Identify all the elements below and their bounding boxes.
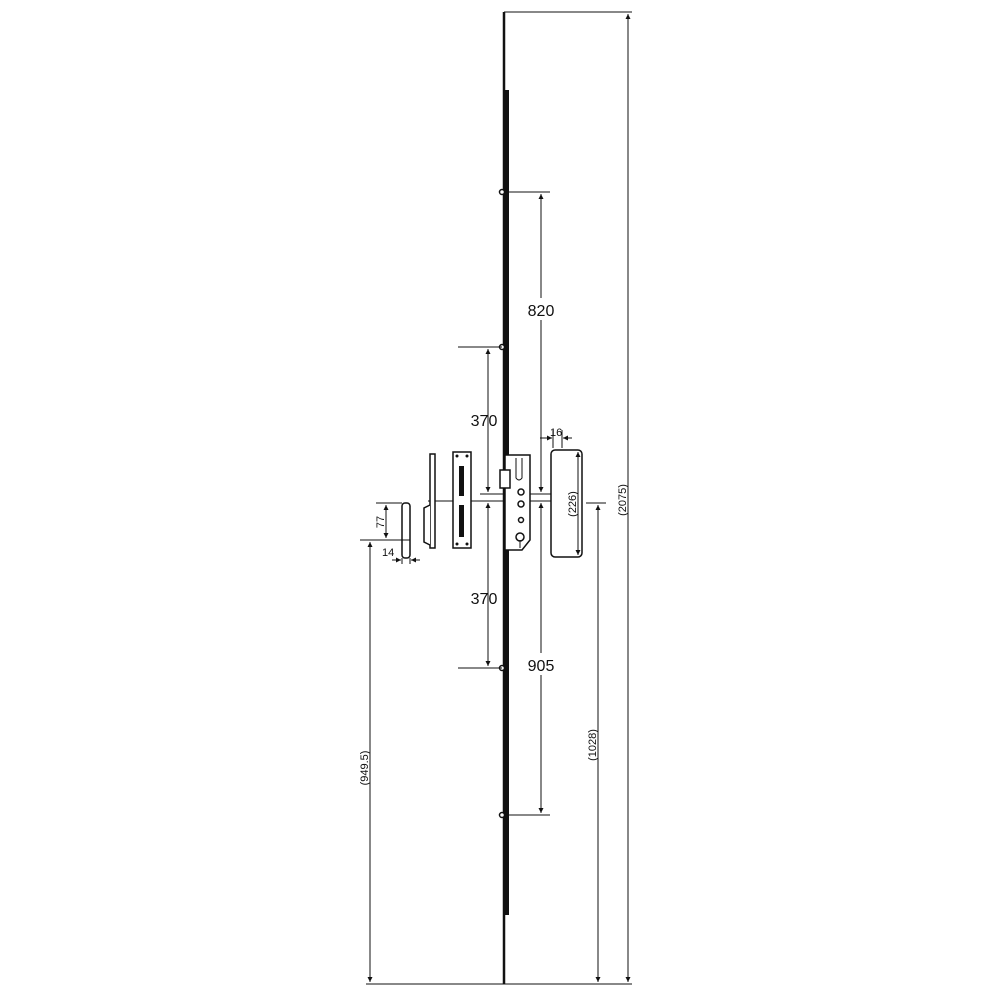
- dim-370-lower: 370: [471, 591, 498, 608]
- dim-226: (226): [567, 491, 579, 517]
- center-dimensions: 820 905: [480, 191, 560, 816]
- dim-1028: (1028): [587, 729, 599, 761]
- dim-14: 14: [382, 547, 394, 559]
- dim-77: 77: [375, 516, 387, 528]
- small-keeper: 77 14 (949.5): [359, 502, 420, 982]
- right-keep: 16 (226) (1028): [540, 427, 606, 982]
- overall-dimension-label: (2075): [617, 484, 629, 516]
- dim-905: 905: [528, 658, 555, 675]
- gearbox: [499, 454, 531, 551]
- overall-dimension: (2075): [617, 14, 631, 982]
- dim-949-5: (949.5): [359, 751, 371, 786]
- dim-370-upper: 370: [471, 413, 498, 430]
- dim-16: 16: [550, 427, 562, 439]
- lock-strip: [366, 11, 632, 985]
- hook-dimensions: 370 370: [428, 346, 552, 669]
- dim-820: 820: [528, 303, 555, 320]
- strip-keeper: [423, 453, 436, 549]
- keep-plate: [452, 451, 472, 549]
